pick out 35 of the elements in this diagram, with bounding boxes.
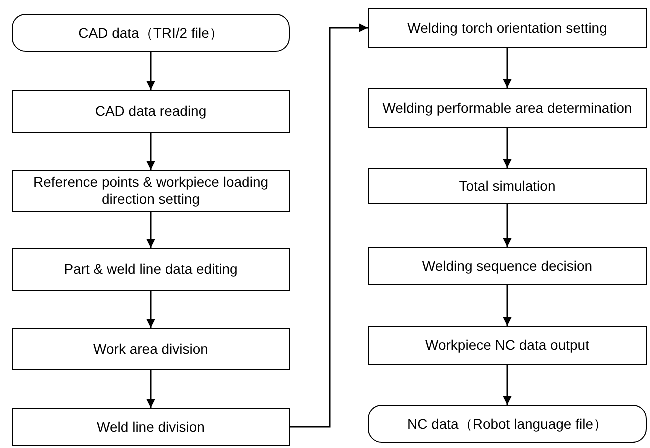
arrow xyxy=(503,204,512,247)
arrow xyxy=(146,52,156,90)
arrow xyxy=(503,285,512,326)
step-label: Welding sequence decision xyxy=(422,258,593,274)
arrow xyxy=(290,24,368,428)
process-box xyxy=(368,326,647,365)
step-label: Weld line division xyxy=(97,418,205,436)
step-label: CAD data reading xyxy=(95,103,207,120)
step-label: Workpiece NC data output xyxy=(426,337,590,354)
arrow xyxy=(503,365,512,405)
process-box xyxy=(368,168,647,204)
arrow xyxy=(146,133,156,170)
process-box xyxy=(12,170,290,212)
process-box xyxy=(12,328,290,370)
process-box xyxy=(368,88,647,128)
arrow xyxy=(146,370,156,408)
arrow xyxy=(146,212,156,248)
step-label: Welding torch orientation setting xyxy=(408,20,608,36)
process-box xyxy=(12,408,290,446)
process-box xyxy=(12,248,290,291)
step-label: Reference points & workpiece loading direction setting xyxy=(32,174,270,208)
terminal-box xyxy=(12,14,290,52)
terminal-box xyxy=(368,405,647,443)
step-label: NC data（Robot language file） xyxy=(407,416,608,432)
step-label: CAD data（TRI/2 file） xyxy=(78,24,224,42)
step-label: Welding performable area determination xyxy=(382,100,632,116)
step-label: Total simulation xyxy=(459,178,556,194)
process-box xyxy=(368,8,647,48)
arrow xyxy=(503,128,512,168)
step-label: Part & weld line data editing xyxy=(64,261,238,278)
process-box xyxy=(368,247,647,285)
step-label: Work area division xyxy=(94,340,208,358)
arrow xyxy=(503,48,512,88)
process-box xyxy=(12,90,290,133)
arrow xyxy=(146,291,156,328)
